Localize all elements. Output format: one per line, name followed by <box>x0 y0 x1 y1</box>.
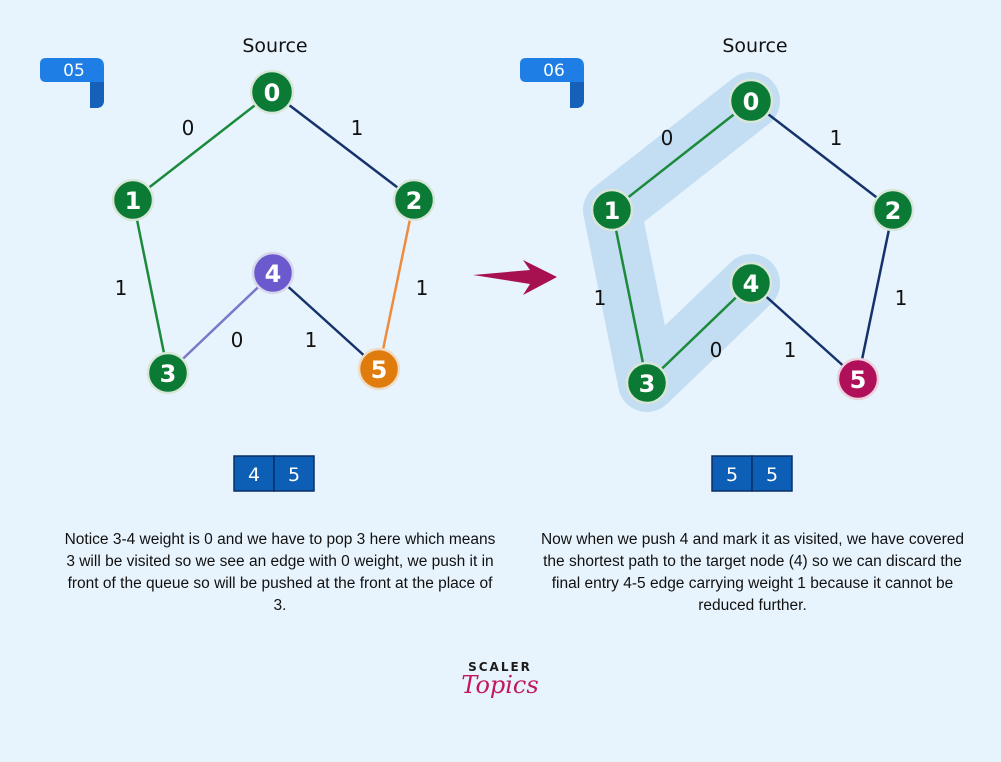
edge-4-5 <box>750 282 859 380</box>
source-label: Source <box>242 35 307 57</box>
panel-step-06: 06 Source 0 1 1 1 0 1 0 1 2 <box>520 35 915 492</box>
graph-node-3: 3 <box>625 361 669 405</box>
graph-node-4: 4 <box>729 261 773 305</box>
svg-text:0: 0 <box>264 79 281 107</box>
queue-cell <box>273 455 315 492</box>
scaler-topics-logo: SCALER Topics <box>440 660 560 699</box>
edge-weight: 1 <box>784 338 797 362</box>
svg-text:1: 1 <box>125 187 142 215</box>
brand-line-2: Topics <box>461 671 539 699</box>
edge-0-1 <box>611 100 752 211</box>
transition-arrow-icon <box>473 260 557 295</box>
queue-value: 5 <box>288 464 300 486</box>
edge-4-3 <box>167 272 274 374</box>
graph-node-4: 4 <box>251 251 295 295</box>
svg-text:0: 0 <box>743 88 760 116</box>
edge-weight: 0 <box>231 328 244 352</box>
edge-2-5 <box>377 199 416 370</box>
edge-weight: 1 <box>351 116 364 140</box>
graph-node-5: 5 <box>357 347 401 391</box>
queue-value: 5 <box>766 464 778 486</box>
queue: 4 5 <box>233 455 315 492</box>
graph-node-1: 1 <box>111 178 155 222</box>
panel-step-05: 05 Source 0 1 1 1 0 1 0 1 2 3 <box>40 35 436 492</box>
svg-text:4: 4 <box>265 260 282 288</box>
queue-value: 5 <box>726 464 738 486</box>
edge-4-5 <box>272 272 380 370</box>
graph-node-3: 3 <box>146 351 190 395</box>
edge-weight: 1 <box>115 276 128 300</box>
svg-text:2: 2 <box>885 197 902 225</box>
edge-1-3 <box>131 199 170 374</box>
queue-value: 4 <box>248 464 260 486</box>
svg-text:1: 1 <box>604 197 621 225</box>
graph-node-1: 1 <box>590 188 634 232</box>
step-number: 06 <box>543 61 565 81</box>
svg-text:3: 3 <box>160 360 177 388</box>
edge-weight: 1 <box>416 276 429 300</box>
edge-0-2 <box>750 100 894 211</box>
edge-weight: 1 <box>594 286 607 310</box>
graph-node-2: 2 <box>392 178 436 222</box>
queue: 5 5 <box>711 455 793 492</box>
svg-text:4: 4 <box>743 270 760 298</box>
svg-text:2: 2 <box>406 187 423 215</box>
step-number: 05 <box>63 61 85 81</box>
queue-cell <box>711 455 753 492</box>
step-badge: 06 <box>520 58 584 108</box>
svg-text:5: 5 <box>371 356 388 384</box>
edge-weight: 0 <box>182 116 195 140</box>
svg-text:3: 3 <box>639 370 656 398</box>
queue-cell <box>751 455 793 492</box>
graph-node-2: 2 <box>871 188 915 232</box>
edge-weight: 0 <box>710 338 723 362</box>
edge-weight: 0 <box>661 126 674 150</box>
edge-weight: 1 <box>895 286 908 310</box>
edge-weight: 1 <box>305 328 318 352</box>
edge-0-1 <box>132 91 273 201</box>
edge-0-2 <box>271 91 415 201</box>
graph-node-0: 0 <box>249 69 295 115</box>
svg-text:5: 5 <box>850 366 867 394</box>
source-label: Source <box>722 35 787 57</box>
caption-step-06: Now when we push 4 and mark it as visite… <box>540 531 965 614</box>
shortest-path-highlight <box>583 72 780 412</box>
edge-1-3 <box>610 209 649 384</box>
edge-3-4 <box>646 282 752 384</box>
brand-line-1: SCALER <box>468 660 532 674</box>
graph-node-5: 5 <box>836 357 880 401</box>
edge-weight: 1 <box>830 126 843 150</box>
graph-node-0: 0 <box>728 78 774 124</box>
step-badge: 05 <box>40 58 104 108</box>
caption-step-05: Notice 3-4 weight is 0 and we have to po… <box>64 531 496 614</box>
edge-2-5 <box>856 209 895 380</box>
